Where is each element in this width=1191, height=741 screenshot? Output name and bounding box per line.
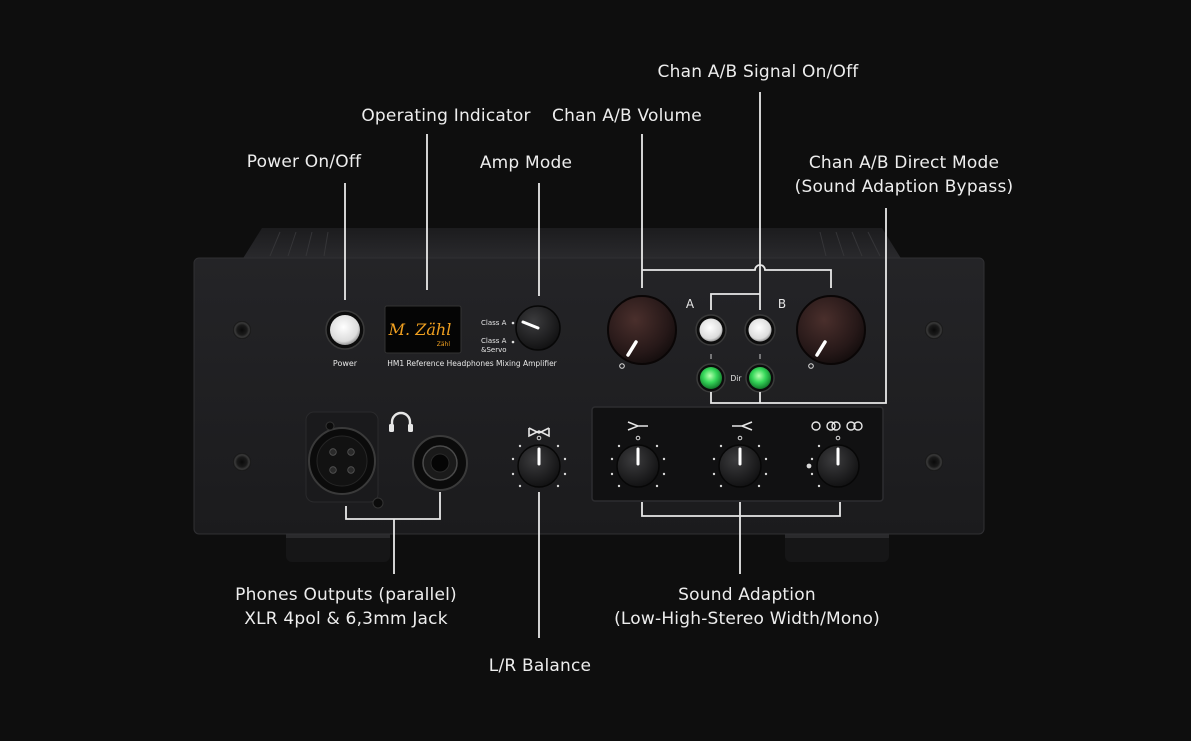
model-text: HM1 Reference Headphones Mixing Amplifie… [387, 359, 557, 368]
volume-a-min-mark [619, 363, 625, 369]
stereo-width-knob[interactable] [816, 444, 860, 488]
chan-a-label: A [686, 297, 695, 311]
signal-button-b[interactable] [744, 314, 776, 346]
xlr-jack[interactable] [305, 411, 384, 509]
callout-direct-mode-line1: Chan A/B Direct Mode [808, 153, 1000, 173]
volume-b-min-mark [808, 363, 814, 369]
callout-operating-indicator-text: Operating Indicator [361, 106, 531, 126]
low-scale [610, 435, 666, 488]
volume-knob-b[interactable] [796, 295, 866, 365]
power-label: Power [333, 359, 358, 368]
callout-phones-line1: Phones Outputs (parallel) [235, 585, 457, 605]
callout-direct-mode-line2: (Sound Adaption Bypass) [794, 177, 1014, 197]
callout-amp-mode: Amp Mode [480, 151, 572, 175]
callout-signal-text: Chan A/B Signal On/Off [657, 62, 859, 82]
feet [286, 530, 889, 562]
direct-button-b[interactable] [745, 363, 775, 393]
mode-option-2a: Class A [481, 337, 507, 345]
callout-volume: Chan A/B Volume [552, 104, 702, 128]
low-icon [627, 421, 648, 431]
callout-phones: Phones Outputs (parallel) XLR 4pol & 6,3… [235, 583, 457, 631]
mode-dot-2 [511, 340, 515, 344]
panel-screws [233, 321, 943, 471]
stereo-width-icons [811, 421, 863, 431]
amp-mode-knob[interactable] [515, 305, 561, 351]
high-knob[interactable] [718, 444, 762, 488]
callout-sound-adaption: Sound Adaption (Low-High-Stereo Width/Mo… [614, 583, 880, 631]
mode-dot-1 [511, 321, 515, 325]
balance-scale [511, 435, 567, 488]
direct-button-a[interactable] [696, 363, 726, 393]
callout-operating-indicator: Operating Indicator [361, 104, 530, 128]
logo-signature: M. Zähl [388, 320, 452, 339]
logo-brand: Zähl [437, 341, 451, 348]
balance-icon [528, 427, 550, 438]
chan-b-label: B [778, 297, 786, 311]
high-icon [732, 421, 753, 431]
callout-balance: L/R Balance [489, 654, 591, 678]
callout-power-text: Power On/Off [246, 152, 362, 172]
mode-option-2b: &Servo [481, 346, 507, 354]
dir-label: Dir [731, 374, 743, 383]
callout-balance-text: L/R Balance [488, 656, 592, 676]
balance-knob[interactable] [517, 444, 561, 488]
callout-power: Power On/Off [247, 150, 361, 174]
volume-knob-a[interactable] [607, 295, 677, 365]
signal-button-a[interactable] [695, 314, 727, 346]
power-button[interactable] [325, 310, 365, 350]
phone-jack[interactable] [412, 435, 468, 491]
callout-phones-line2: XLR 4pol & 6,3mm Jack [244, 609, 448, 629]
high-scale [712, 435, 768, 488]
operating-indicator-display: M. Zähl Zähl [384, 305, 462, 354]
leader-lines [344, 92, 887, 638]
stereo-width-scale [806, 435, 841, 488]
callout-direct-mode: Chan A/B Direct Mode (Sound Adaption Byp… [795, 151, 1014, 199]
callout-sound-line2: (Low-High-Stereo Width/Mono) [614, 609, 880, 629]
mode-option-1: Class A [481, 319, 507, 327]
callout-volume-text: Chan A/B Volume [552, 106, 702, 126]
chassis-top [242, 228, 902, 260]
low-knob[interactable] [616, 444, 660, 488]
headphones-icon [389, 411, 413, 432]
callout-signal: Chan A/B Signal On/Off [658, 60, 859, 84]
callout-sound-line1: Sound Adaption [678, 585, 816, 605]
callout-amp-mode-text: Amp Mode [479, 153, 573, 173]
